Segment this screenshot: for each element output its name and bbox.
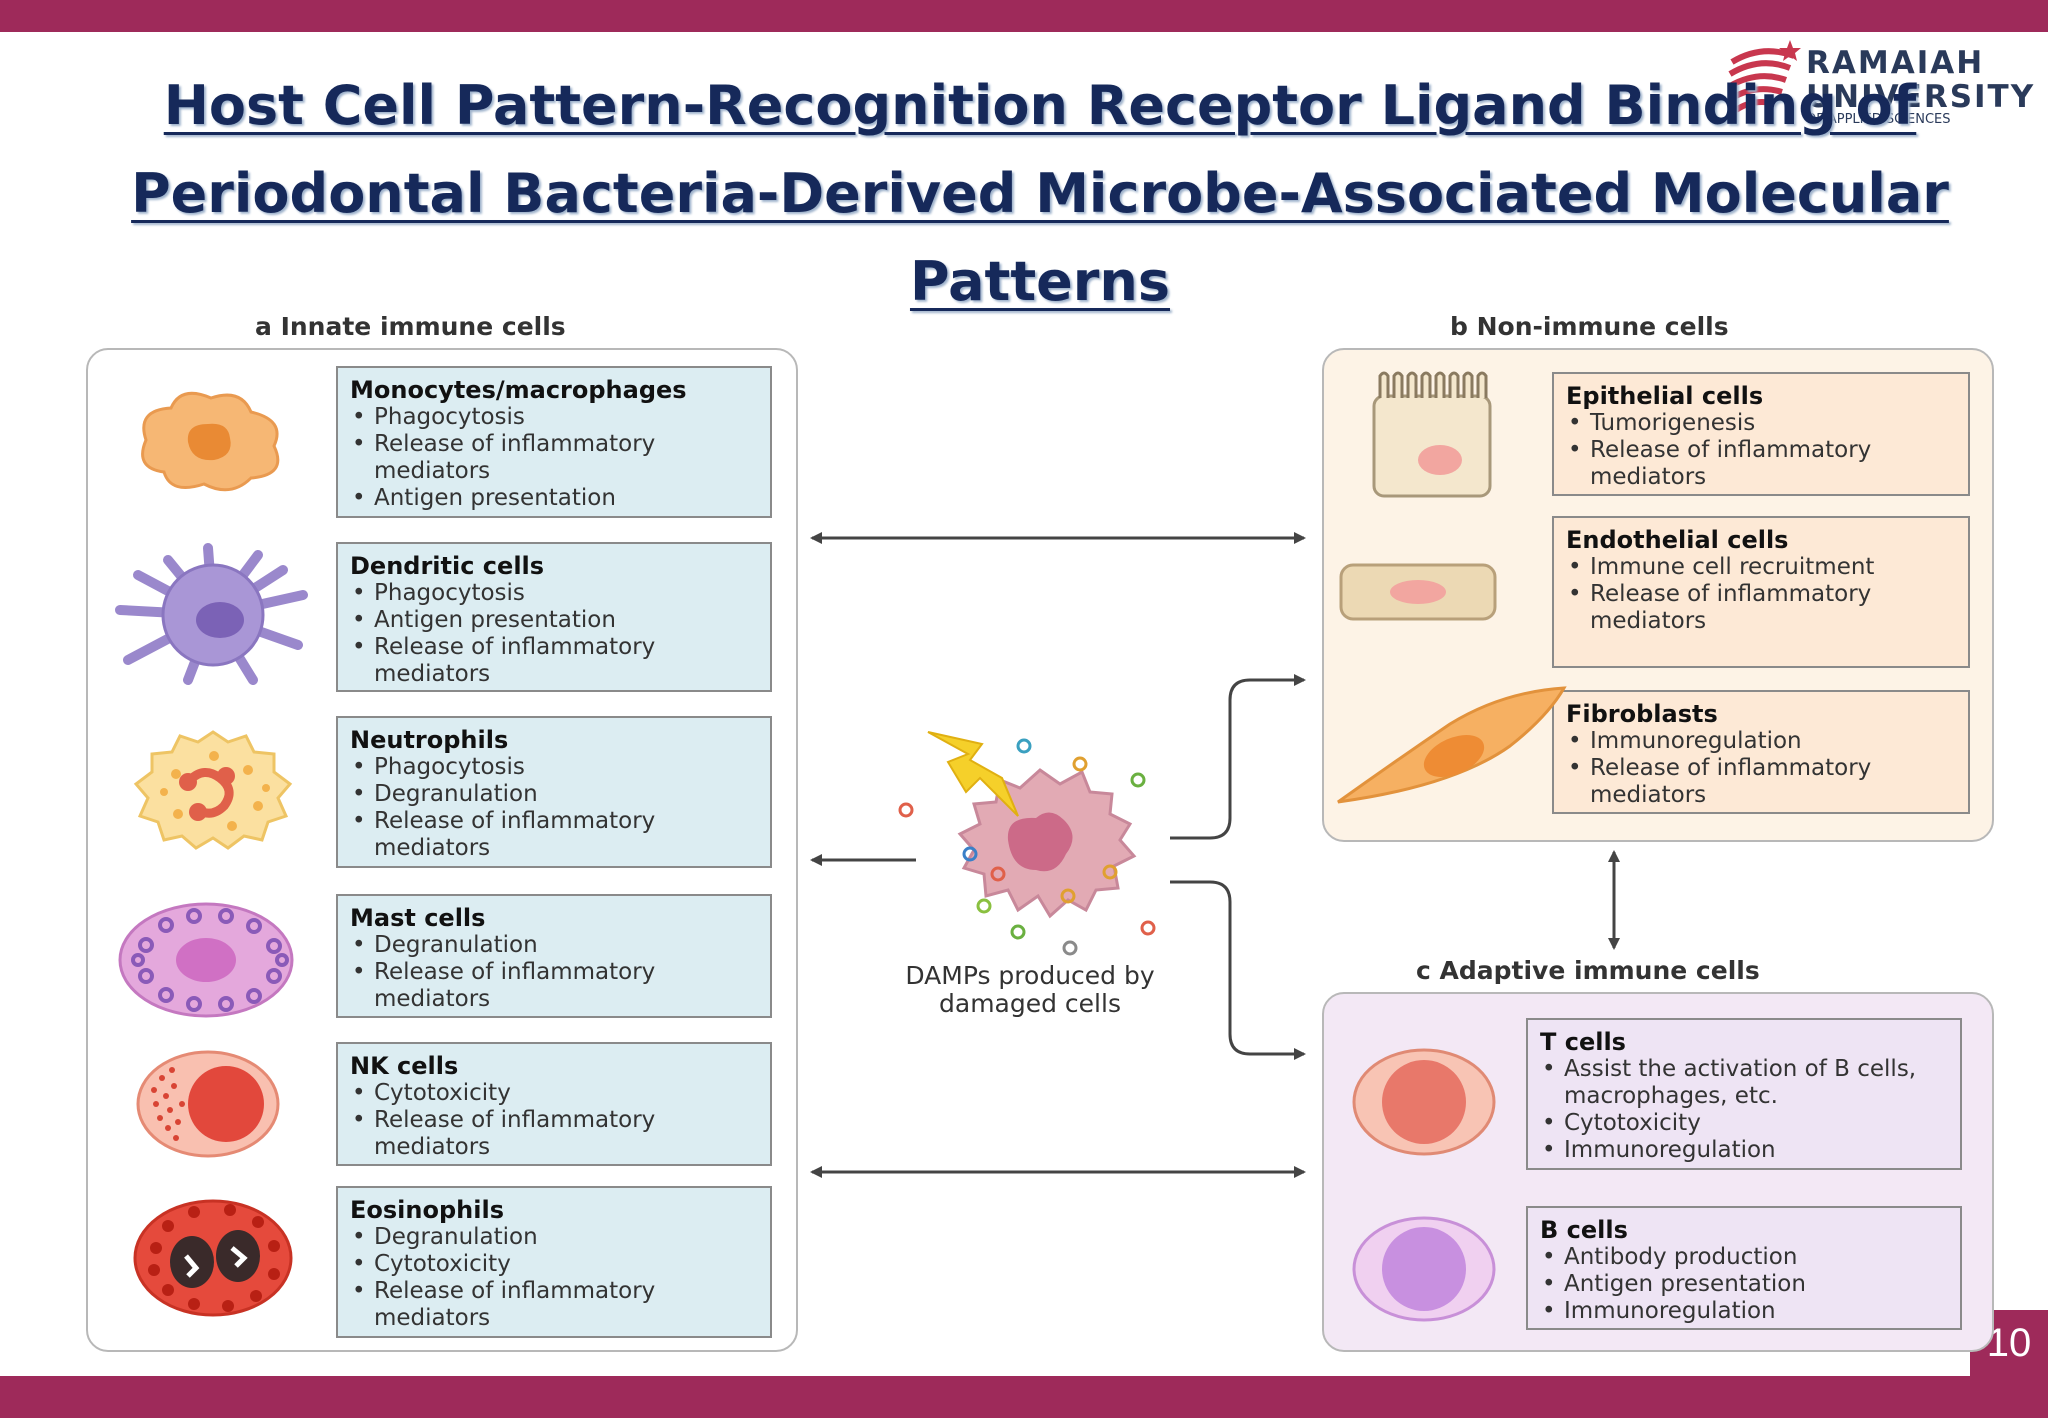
- slide-title: Host Cell Pattern-Recognition Receptor L…: [131, 74, 1949, 313]
- list-item: Release of inflammatory mediators: [350, 1278, 758, 1332]
- box-title: Neutrophils: [350, 726, 509, 754]
- box-title: NK cells: [350, 1052, 459, 1080]
- t-cell-icon: [1352, 1048, 1496, 1156]
- list-item: Assist the activation of B cells, macrop…: [1540, 1056, 1948, 1110]
- nk-cells-box: NK cells CytotoxicityRelease of inflamma…: [336, 1042, 772, 1166]
- list-item: Tumorigenesis: [1566, 410, 1956, 437]
- fibroblast-icon: [1337, 686, 1567, 804]
- top-accent-bar: [0, 0, 2048, 32]
- list-item: Antigen presentation: [1540, 1271, 1948, 1298]
- list-item: Cytotoxicity: [1540, 1110, 1948, 1137]
- box-items: ImmunoregulationRelease of inflammatory …: [1566, 728, 1956, 809]
- b-cell-icon: [1352, 1216, 1496, 1322]
- list-item: Phagocytosis: [350, 404, 758, 431]
- t-cells-box: T cells Assist the activation of B cells…: [1526, 1018, 1962, 1170]
- box-items: DegranulationRelease of inflammatory med…: [350, 932, 758, 1013]
- dendritic-cell-icon: [115, 543, 308, 685]
- list-item: Immunoregulation: [1566, 728, 1956, 755]
- list-item: Antibody production: [1540, 1244, 1948, 1271]
- macrophage-icon: [141, 391, 280, 492]
- box-title: Epithelial cells: [1566, 382, 1764, 410]
- list-item: Release of inflammatory mediators: [1566, 755, 1956, 809]
- logo-subtitle: OF APPLIED SCIENCES: [1806, 112, 1951, 127]
- panel-c-label: c Adaptive immune cells: [1416, 956, 1760, 985]
- logo-name-line1: RAMAIAH: [1806, 45, 1985, 81]
- list-item: Release of inflammatory mediators: [1566, 581, 1956, 635]
- logo-name-line2: UNIVERSITY: [1806, 79, 2036, 115]
- university-logo: RAMAIAH UNIVERSITY OF APPLIED SCIENCES: [1724, 40, 2033, 130]
- box-title: Dendritic cells: [350, 552, 545, 580]
- list-item: Release of inflammatory mediators: [1566, 437, 1956, 491]
- box-title: B cells: [1540, 1216, 1628, 1244]
- list-item: Antigen presentation: [350, 485, 758, 512]
- list-item: Release of inflammatory mediators: [350, 431, 758, 485]
- box-items: TumorigenesisRelease of inflammatory med…: [1566, 410, 1956, 491]
- endothelial-cells-box: Endothelial cells Immune cell recruitmen…: [1552, 516, 1970, 668]
- list-item: Degranulation: [350, 781, 758, 808]
- box-items: Antibody productionAntigen presentationI…: [1540, 1244, 1948, 1325]
- box-title: Eosinophils: [350, 1196, 504, 1224]
- monocytes-box: Monocytes/macrophages PhagocytosisReleas…: [336, 366, 772, 518]
- box-title: Mast cells: [350, 904, 486, 932]
- box-items: Immune cell recruitmentRelease of inflam…: [1566, 554, 1956, 635]
- box-title: Fibroblasts: [1566, 700, 1718, 728]
- mast-cells-box: Mast cells DegranulationRelease of infla…: [336, 894, 772, 1018]
- list-item: Cytotoxicity: [350, 1080, 758, 1107]
- list-item: Degranulation: [350, 1224, 758, 1251]
- box-items: DegranulationCytotoxicityRelease of infl…: [350, 1224, 758, 1332]
- panel-b-label: b Non-immune cells: [1450, 312, 1729, 341]
- neutrophils-box: Neutrophils PhagocytosisDegranulationRel…: [336, 716, 772, 868]
- box-title: Monocytes/macrophages: [350, 376, 687, 404]
- epithelial-cell-icon: [1372, 371, 1492, 498]
- list-item: Phagocytosis: [350, 754, 758, 781]
- list-item: Immune cell recruitment: [1566, 554, 1956, 581]
- list-item: Immunoregulation: [1540, 1298, 1948, 1325]
- list-item: Cytotoxicity: [350, 1251, 758, 1278]
- list-item: Release of inflammatory mediators: [350, 808, 758, 862]
- b-cells-box: B cells Antibody productionAntigen prese…: [1526, 1206, 1962, 1330]
- damps-label: DAMPs produced by damaged cells: [905, 961, 1155, 1018]
- endothelial-cell-icon: [1339, 563, 1497, 621]
- box-items: CytotoxicityRelease of inflammatory medi…: [350, 1080, 758, 1161]
- box-title: Endothelial cells: [1566, 526, 1789, 554]
- list-item: Phagocytosis: [350, 580, 758, 607]
- list-item: Release of inflammatory mediators: [350, 1107, 758, 1161]
- box-items: Assist the activation of B cells, macrop…: [1540, 1056, 1948, 1164]
- box-title: T cells: [1540, 1028, 1626, 1056]
- damaged-cell-icon: [898, 731, 1156, 956]
- list-item: Degranulation: [350, 932, 758, 959]
- arrow-damps-to-adaptive: [1170, 880, 1306, 1060]
- box-items: PhagocytosisDegranulationRelease of infl…: [350, 754, 758, 862]
- eosinophils-box: Eosinophils DegranulationCytotoxicityRel…: [336, 1186, 772, 1338]
- box-items: PhagocytosisAntigen presentationRelease …: [350, 580, 758, 688]
- list-item: Immunoregulation: [1540, 1137, 1948, 1164]
- bottom-accent-bar: [0, 1376, 2048, 1418]
- box-items: PhagocytosisRelease of inflammatory medi…: [350, 404, 758, 512]
- dendritic-cells-box: Dendritic cells PhagocytosisAntigen pres…: [336, 542, 772, 692]
- eosinophil-icon: [133, 1199, 293, 1317]
- mast-cell-icon: [118, 902, 294, 1018]
- fibroblasts-box: Fibroblasts ImmunoregulationRelease of i…: [1552, 690, 1970, 814]
- list-item: Release of inflammatory mediators: [350, 959, 758, 1013]
- arrow-damps-to-nonimmune: [1170, 674, 1306, 840]
- neutrophil-icon: [133, 730, 293, 850]
- university-logo-mark-icon: [1728, 40, 1801, 113]
- nk-cell-icon: [136, 1050, 280, 1158]
- list-item: Antigen presentation: [350, 607, 758, 634]
- panel-a-label: a Innate immune cells: [255, 312, 566, 341]
- epithelial-cells-box: Epithelial cells TumorigenesisRelease of…: [1552, 372, 1970, 496]
- list-item: Release of inflammatory mediators: [350, 634, 758, 688]
